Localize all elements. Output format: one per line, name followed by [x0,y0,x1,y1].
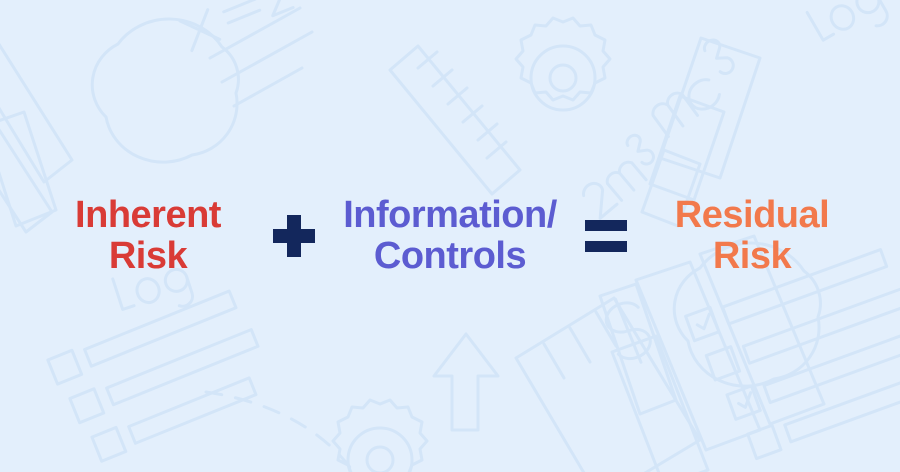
operator-plus [263,215,325,257]
operator-equals [575,220,637,252]
equals-icon-top-bar [585,220,627,231]
term-inherent-risk: Inherent Risk [75,193,221,277]
equals-icon [585,220,627,252]
equals-icon-bottom-bar [585,241,627,252]
plus-icon-vertical-bar [287,215,301,257]
term-residual-risk: Residual Risk [674,193,830,277]
term-information-controls: Information/ Controls [343,193,557,277]
plus-icon [273,215,315,257]
